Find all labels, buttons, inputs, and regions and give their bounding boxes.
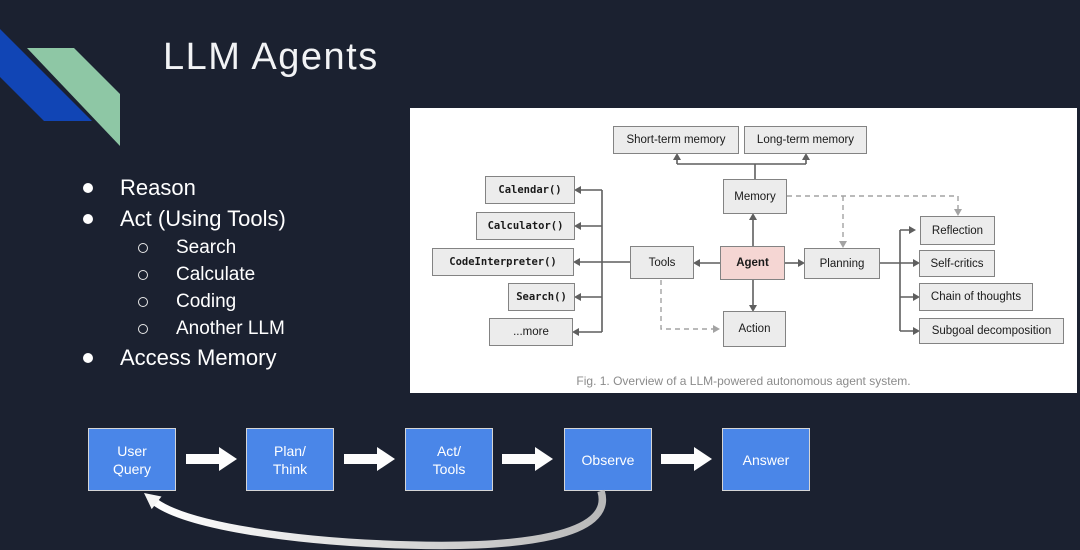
hollow-bullet-icon: [138, 242, 148, 253]
figure-box-chain-of-thoughts: Chain of thoughts: [919, 283, 1033, 311]
bullet-label: Search: [176, 237, 237, 258]
filled-bullet-icon: [83, 182, 93, 193]
bullet-list: Reason Act (Using Tools) Search Calculat…: [72, 172, 412, 373]
figure-box-memory: Memory: [723, 179, 787, 214]
figure-box-tools: Tools: [630, 246, 694, 279]
figure-box-self-critics: Self-critics: [919, 250, 995, 277]
flow-step-answer: Answer: [722, 428, 810, 491]
bullet-item: Coding: [72, 288, 412, 315]
corner-decoration: [0, 29, 120, 146]
bullet-label: Act (Using Tools): [120, 206, 286, 231]
hollow-bullet-icon: [138, 296, 148, 307]
figure-box-more: ...more: [489, 318, 573, 346]
hollow-bullet-icon: [138, 269, 148, 280]
deco-green-ribbon-shape: [27, 48, 120, 146]
deco-blue-ribbon-shape: [0, 29, 92, 121]
figure-box-calculator: Calculator(): [476, 212, 575, 240]
figure-box-code-interpreter: CodeInterpreter(): [432, 248, 574, 276]
flow-step-plan-think: Plan/ Think: [246, 428, 334, 491]
figure-caption: Fig. 1. Overview of a LLM-powered autono…: [576, 374, 911, 388]
right-arrow-icon: [661, 447, 712, 471]
right-arrow-icon: [502, 447, 553, 471]
figure-agent-system-overview: Short-term memory Long-term memory Memor…: [410, 108, 1077, 393]
flow-step-observe: Observe: [564, 428, 652, 491]
figure-box-subgoal-decomposition: Subgoal decomposition: [919, 318, 1064, 344]
slide-title: LLM Agents: [163, 36, 379, 78]
figure-box-long-term-memory: Long-term memory: [744, 126, 867, 154]
bullet-label: Coding: [176, 291, 237, 312]
right-arrow-icon: [344, 447, 395, 471]
flow-step-act-tools: Act/ Tools: [405, 428, 493, 491]
figure-box-action: Action: [723, 311, 786, 347]
bullet-label: Calculate: [176, 264, 256, 285]
figure-box-search: Search(): [508, 283, 575, 311]
bullet-label: Another LLM: [176, 318, 285, 339]
bullet-label: Reason: [120, 175, 196, 200]
hollow-bullet-icon: [138, 323, 148, 334]
figure-box-planning: Planning: [804, 248, 880, 279]
figure-box-reflection: Reflection: [920, 216, 995, 245]
filled-bullet-icon: [83, 352, 93, 363]
right-arrow-icon: [186, 447, 237, 471]
bullet-item: Act (Using Tools): [72, 203, 412, 234]
filled-bullet-icon: [83, 213, 93, 224]
figure-box-short-term-memory: Short-term memory: [613, 126, 739, 154]
bullet-item: Another LLM: [72, 315, 412, 342]
bullet-item: Search: [72, 234, 412, 261]
bullet-item: Access Memory: [72, 342, 412, 373]
flow-step-user-query: User Query: [88, 428, 176, 491]
loop-arrowhead-icon: [144, 493, 162, 510]
figure-box-agent: Agent: [720, 246, 785, 280]
figure-box-calendar: Calendar(): [485, 176, 575, 204]
figure-connector-lines: [572, 153, 962, 336]
bullet-item: Reason: [72, 172, 412, 203]
bullet-item: Calculate: [72, 261, 412, 288]
bullet-label: Access Memory: [120, 345, 277, 370]
